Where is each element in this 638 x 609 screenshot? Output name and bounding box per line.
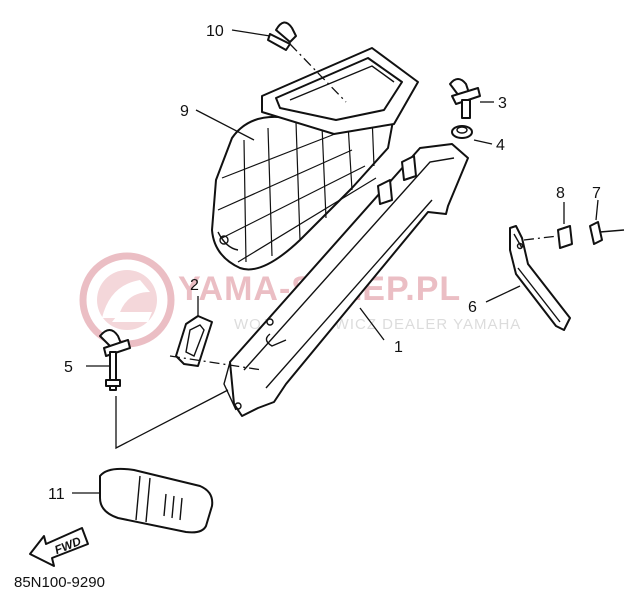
- cushion-pad: [72, 467, 214, 534]
- callout-9: 9: [180, 103, 189, 120]
- callout-3: 3: [498, 95, 507, 112]
- leader-1: [359, 307, 385, 341]
- callout-6: 6: [468, 299, 477, 316]
- callout-8: 8: [556, 185, 565, 202]
- fwd-label: FWD: [52, 534, 83, 557]
- callout-5: 5: [64, 359, 73, 376]
- callout-11: 11: [48, 486, 65, 503]
- wing-nut-top: [231, 21, 347, 103]
- air-box-lid: [261, 47, 419, 135]
- air-filter-element: [211, 109, 396, 271]
- watermark-logo: [79, 252, 175, 348]
- callout-2: 2: [190, 277, 199, 294]
- callout-7: 7: [592, 185, 601, 202]
- wing-bolt-left: [86, 329, 131, 391]
- collar-nut: [451, 125, 493, 145]
- bracket-tray: [223, 143, 469, 417]
- small-nut: [557, 202, 573, 249]
- wing-bolt-right: [449, 78, 494, 119]
- diagram-code: 85N100-9290: [14, 574, 105, 591]
- callout-10: 10: [206, 23, 224, 40]
- fwd-arrow-icon: FWD: [29, 527, 89, 567]
- screw: [589, 199, 625, 245]
- leader-9: [195, 109, 255, 141]
- side-bracket: [485, 225, 571, 331]
- callout-4: 4: [496, 137, 505, 154]
- grommet: [175, 315, 213, 367]
- callout-1: 1: [394, 339, 403, 356]
